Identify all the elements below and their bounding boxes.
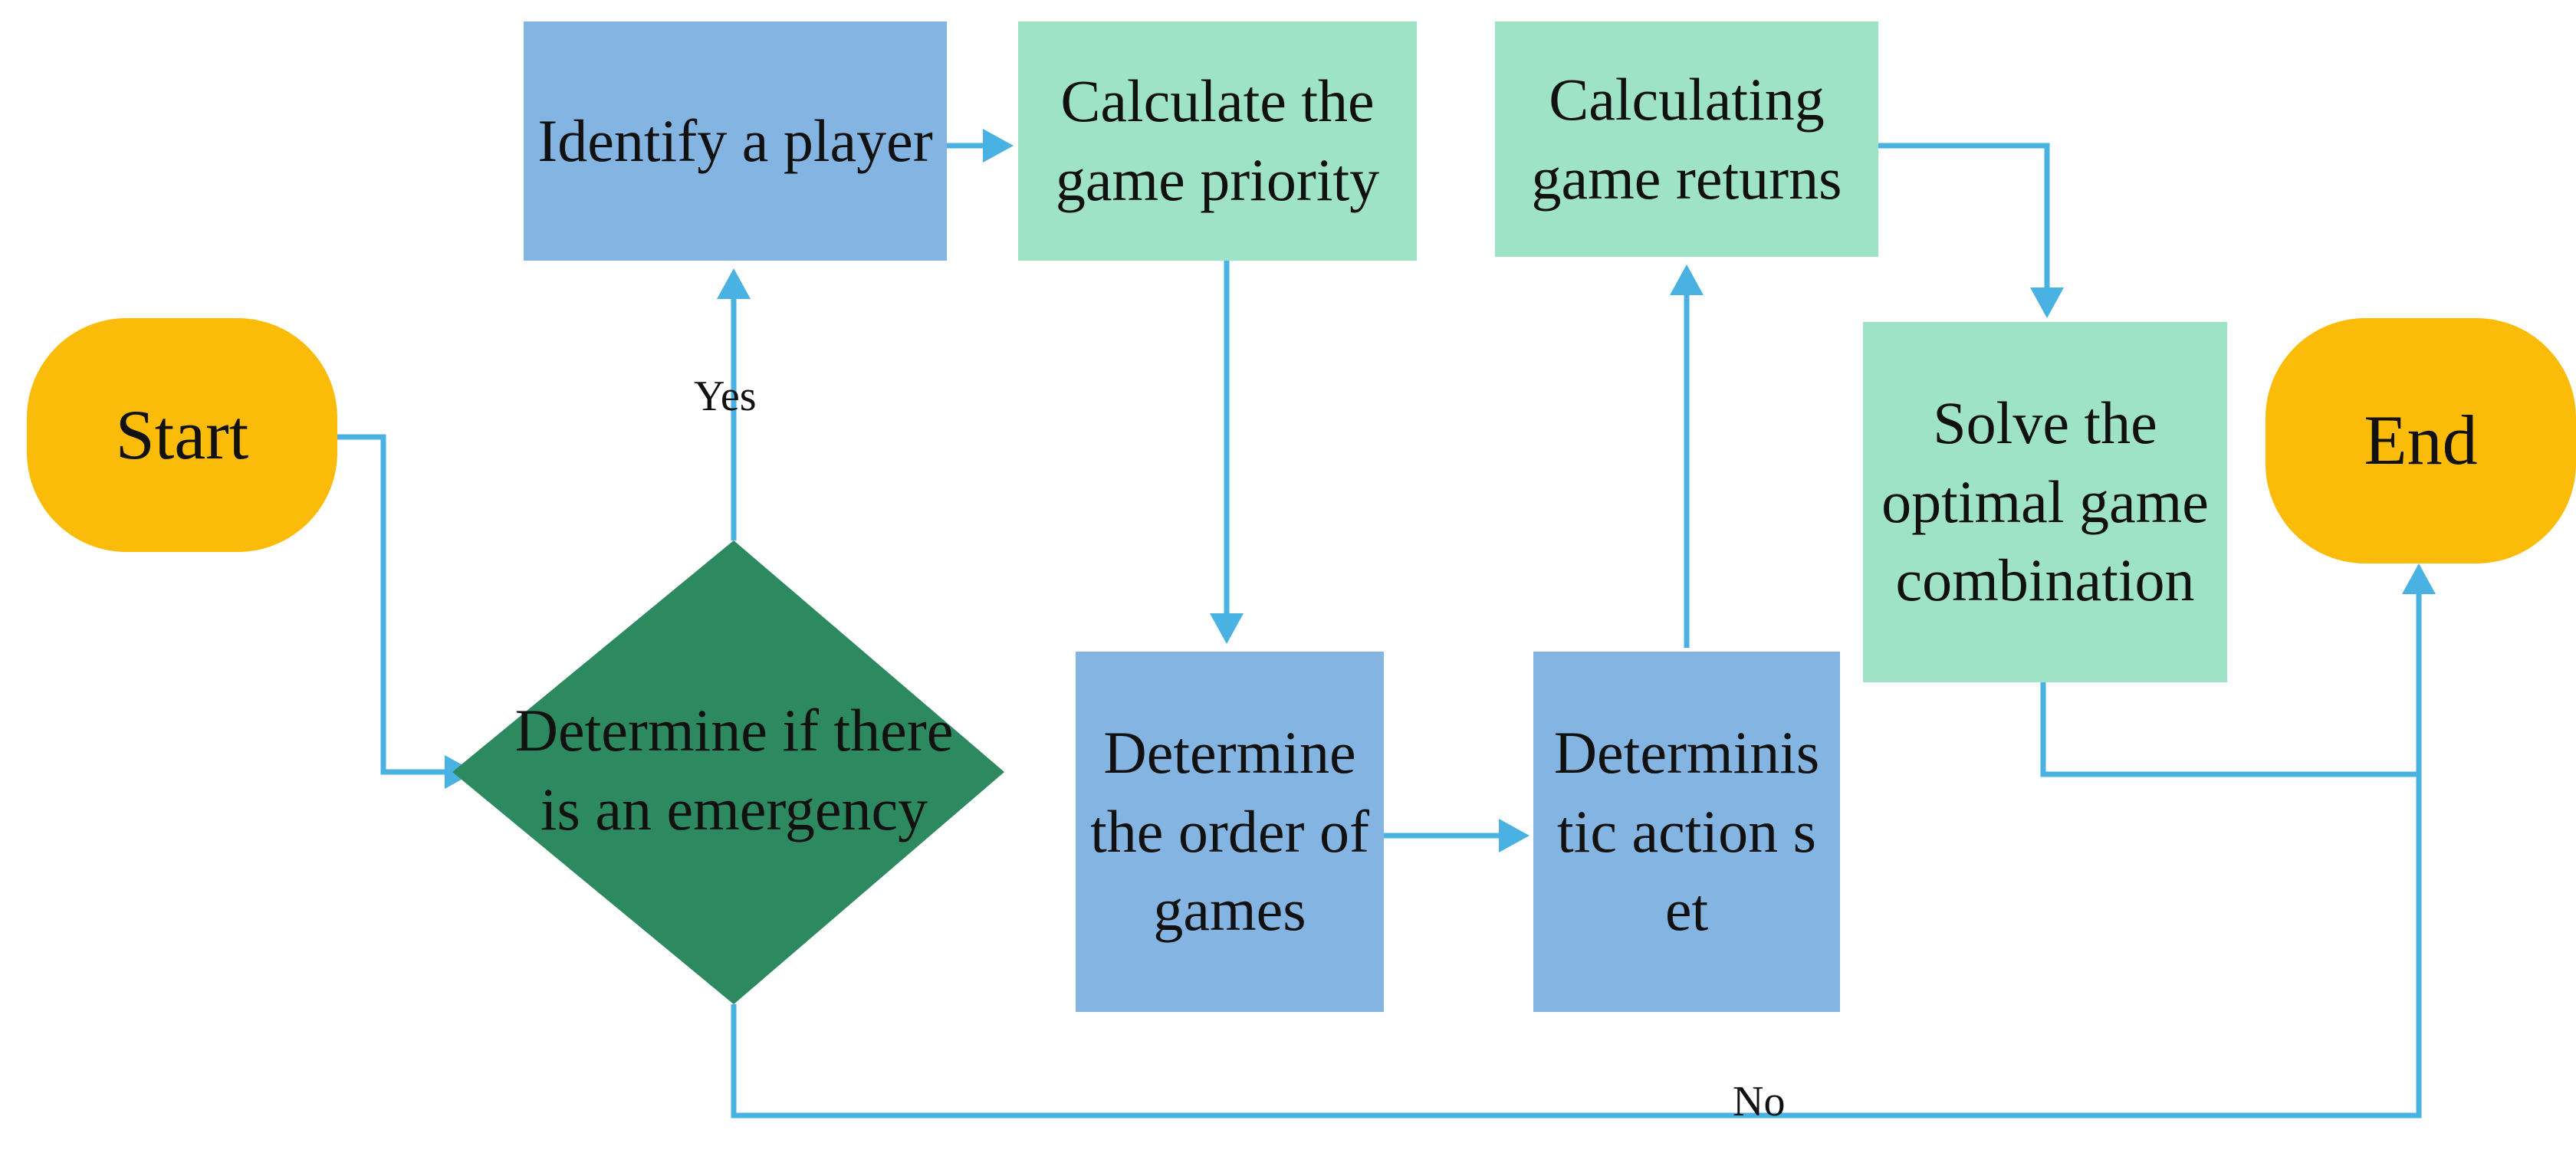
calc-priority-label: Calculate the game priority — [1055, 67, 1380, 213]
edge-solve-to-end — [2040, 682, 2419, 777]
order-games-box: Determine the order of games — [1076, 652, 1384, 1012]
arrowhead-actionset — [1499, 819, 1530, 852]
action-set-label: Deterministic action set — [1553, 718, 1820, 944]
solve-optimal-box: Solve the optimal game combination — [1863, 322, 2227, 682]
solve-optimal-label: Solve the optimal game combination — [1881, 389, 2209, 614]
edge-label-yes: Yes — [694, 373, 757, 420]
arrowhead-solve — [2030, 287, 2064, 318]
decision-label: Determine if there is an emergency — [514, 697, 954, 843]
start-label: Start — [115, 395, 249, 474]
arrowhead-end — [2402, 563, 2436, 594]
end-label: End — [2364, 401, 2478, 480]
calc-priority-box: Calculate the game priority — [1018, 21, 1417, 261]
identify-player-label: Identify a player — [537, 107, 933, 174]
arrowhead-identify — [717, 268, 751, 299]
arrowhead-returns — [1670, 264, 1704, 295]
calc-returns-box: Calculating game returns — [1495, 21, 1878, 257]
edge-label-no: No — [1733, 1078, 1786, 1125]
edge-start-to-decision — [337, 434, 445, 775]
edge-returns-to-solve — [1878, 143, 2050, 287]
calc-returns-label: Calculating game returns — [1531, 65, 1842, 212]
identify-player-box: Identify a player — [524, 21, 947, 261]
end-terminal: End — [2266, 318, 2576, 563]
order-games-label: Determine the order of games — [1090, 718, 1369, 944]
action-set-box: Deterministic action set — [1533, 652, 1840, 1012]
arrowhead-order — [1210, 613, 1244, 644]
decision-diamond — [452, 540, 1004, 1004]
start-terminal: Start — [27, 318, 337, 552]
edge-decision-to-end — [731, 594, 2422, 1119]
arrowhead-priority — [983, 129, 1014, 163]
